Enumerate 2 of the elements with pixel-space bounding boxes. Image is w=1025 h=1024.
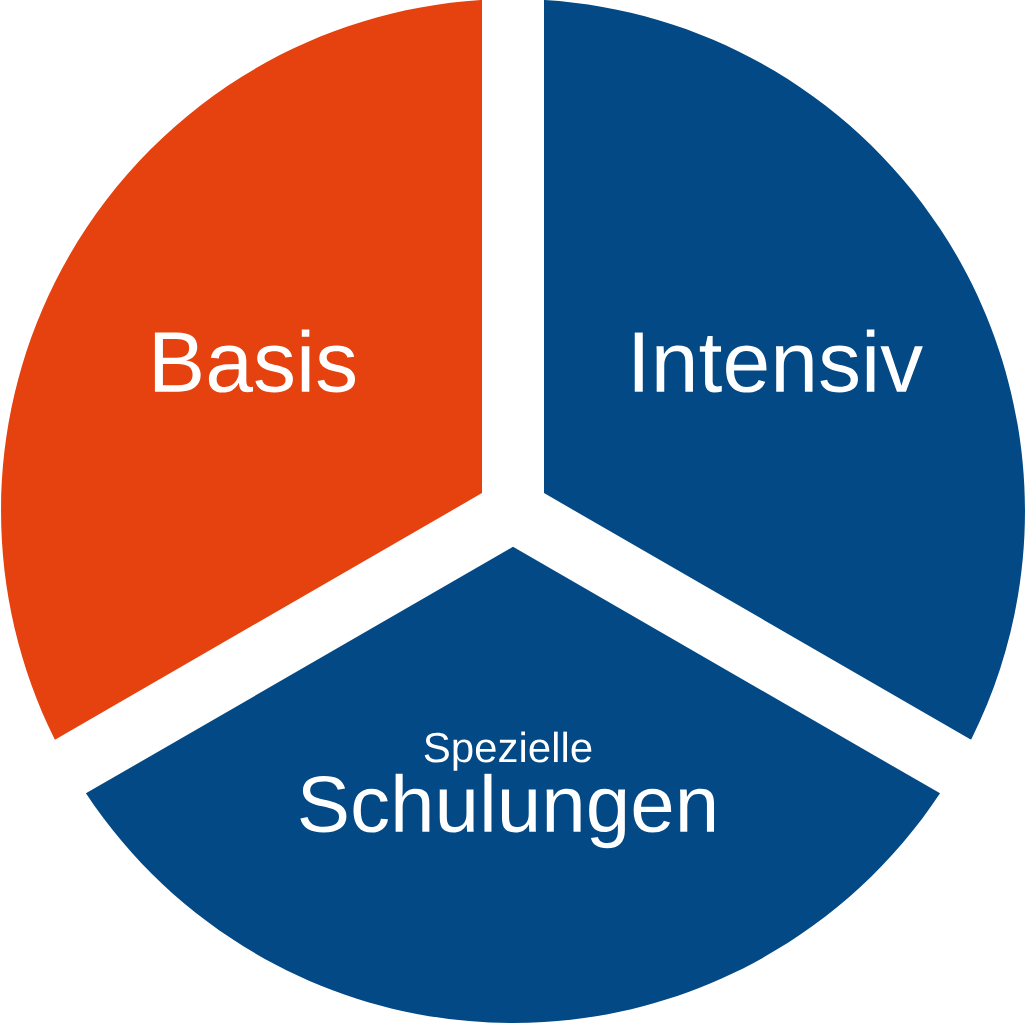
node-label: Intensiv bbox=[634, 329, 923, 393]
circle-segment: Spezielle Schulungen bbox=[85, 546, 941, 1023]
